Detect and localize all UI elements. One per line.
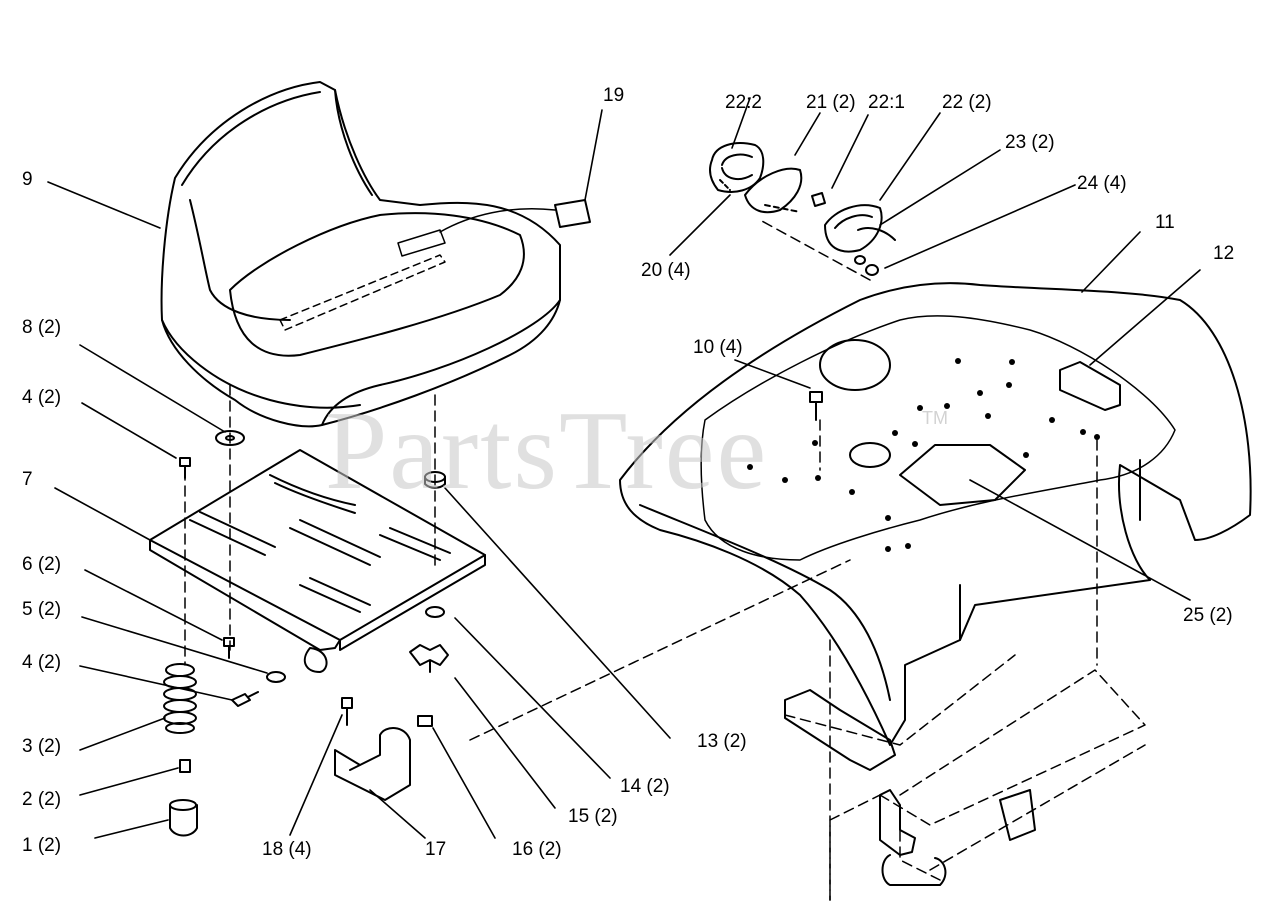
callout-4-upper: 4 (2) — [22, 387, 62, 408]
seat — [160, 81, 591, 428]
callout-25: 25 (2) — [1183, 605, 1233, 626]
callout-5: 5 (2) — [22, 599, 62, 620]
callout-22-1: 22:1 — [868, 92, 905, 113]
hardware — [163, 430, 449, 837]
callout-13: 13 (2) — [697, 731, 747, 752]
callout-2: 2 (2) — [22, 789, 62, 810]
tail-lights — [709, 142, 896, 276]
callout-6: 6 (2) — [22, 554, 62, 575]
watermark: PartsTree — [325, 389, 769, 513]
callout-3: 3 (2) — [22, 736, 62, 757]
seat-plate — [149, 449, 486, 673]
callout-7: 7 — [22, 469, 33, 490]
callout-15: 15 (2) — [568, 806, 618, 827]
callout-17: 17 — [425, 839, 447, 860]
callout-11: 11 — [1155, 212, 1175, 233]
fender — [619, 282, 1252, 746]
callout-10: 10 (4) — [693, 337, 743, 358]
callout-1: 1 (2) — [22, 835, 62, 856]
watermark-tm: TM — [922, 408, 948, 428]
leader-lines — [47, 97, 1201, 839]
callout-9: 9 — [22, 169, 33, 190]
callout-18: 18 (4) — [262, 839, 312, 860]
callout-22-2: 22:2 — [725, 92, 762, 113]
frame — [784, 654, 1146, 901]
callout-4-lower: 4 (2) — [22, 652, 62, 673]
callout-12: 12 — [1213, 243, 1235, 264]
callout-8: 8 (2) — [22, 317, 62, 338]
callout-14: 14 (2) — [620, 776, 670, 797]
callout-24: 24 (4) — [1077, 173, 1127, 194]
callout-20: 20 (4) — [641, 260, 691, 281]
callout-16: 16 (2) — [512, 839, 562, 860]
fender-holes — [747, 358, 1100, 552]
callout-23: 23 (2) — [1005, 132, 1055, 153]
callout-22: 22 (2) — [942, 92, 992, 113]
frame-solid — [784, 689, 1036, 886]
callout-19: 19 — [603, 85, 625, 106]
callout-21: 21 (2) — [806, 92, 856, 113]
